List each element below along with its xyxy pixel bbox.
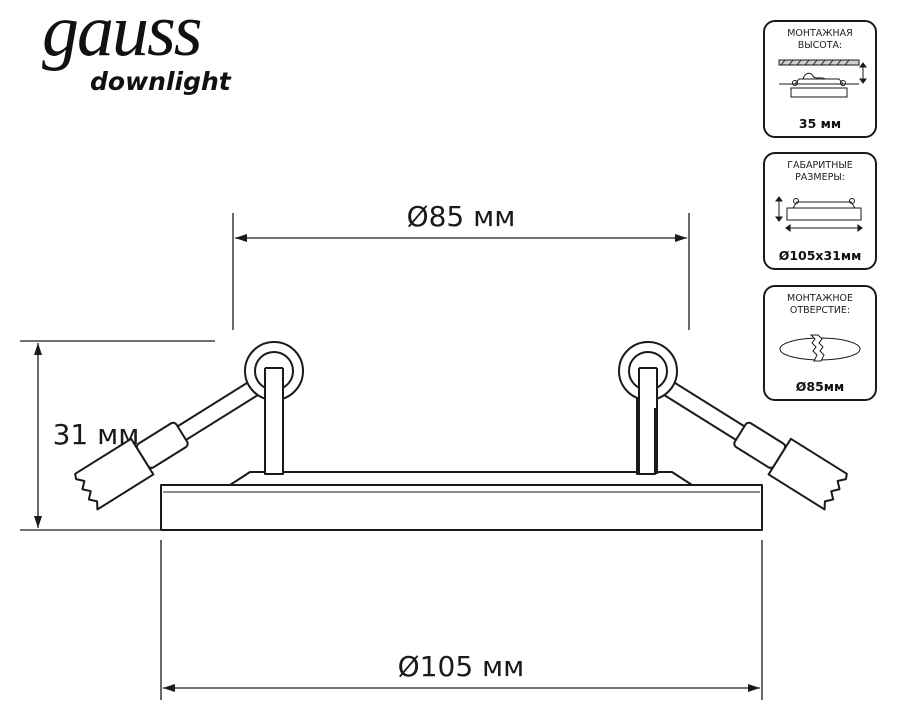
outer-diameter-label: Ø105 мм: [398, 650, 525, 683]
spring-tip-left: [74, 437, 155, 511]
spec-card-mounting-hole: МОНТАЖНОЕ ОТВЕРСТИЕ: Ø85мм: [763, 285, 877, 401]
spec-card-mounting-height: МОНТАЖНАЯ ВЫСОТА: 35 мм: [763, 20, 877, 138]
mounting-hole-icon: [779, 334, 861, 362]
spring-clip-left: [74, 341, 304, 511]
spec-card-overall-dimensions: ГАБАРИТНЫЕ РАЗМЕРЫ: Ø105х31мм: [763, 152, 877, 270]
card-value: Ø85мм: [795, 379, 845, 394]
overall-dimensions-icon: [775, 196, 863, 232]
clip-post-mask-right: [639, 368, 657, 408]
dimension-height: [20, 340, 215, 531]
clip-post-mask-left: [265, 368, 283, 408]
card-title-line1: МОНТАЖНАЯ: [787, 28, 853, 39]
card-value: Ø105х31мм: [778, 248, 862, 263]
card-value: 35 мм: [798, 116, 842, 131]
spring-clip-right: [618, 341, 848, 511]
card-title: МОНТАЖНОЕ ОТВЕРСТИЕ:: [765, 293, 875, 317]
cutout-diameter-label: Ø85 мм: [407, 200, 516, 233]
brand-name: gauss: [42, 0, 203, 72]
downlight-body: [160, 471, 763, 531]
body-top-plate: [229, 471, 693, 486]
mounting-height-icon: [778, 59, 867, 98]
card-title: МОНТАЖНАЯ ВЫСОТА:: [765, 28, 875, 52]
card-title-line1: ГАБАРИТНЫЕ: [787, 160, 853, 171]
spring-tip-right: [767, 437, 848, 511]
card-title: ГАБАРИТНЫЕ РАЗМЕРЫ:: [765, 160, 875, 184]
dimension-outer: [160, 540, 763, 700]
dimension-cutout: [232, 213, 690, 330]
brand-subtitle: downlight: [90, 67, 231, 96]
card-title-line1: МОНТАЖНОЕ: [787, 293, 853, 304]
card-title-line2: ОТВЕРСТИЕ:: [789, 305, 851, 316]
card-title-line2: РАЗМЕРЫ:: [795, 172, 845, 183]
brand-logo: gauss downlight: [42, 0, 252, 102]
card-title-line2: ВЫСОТА:: [797, 40, 843, 51]
